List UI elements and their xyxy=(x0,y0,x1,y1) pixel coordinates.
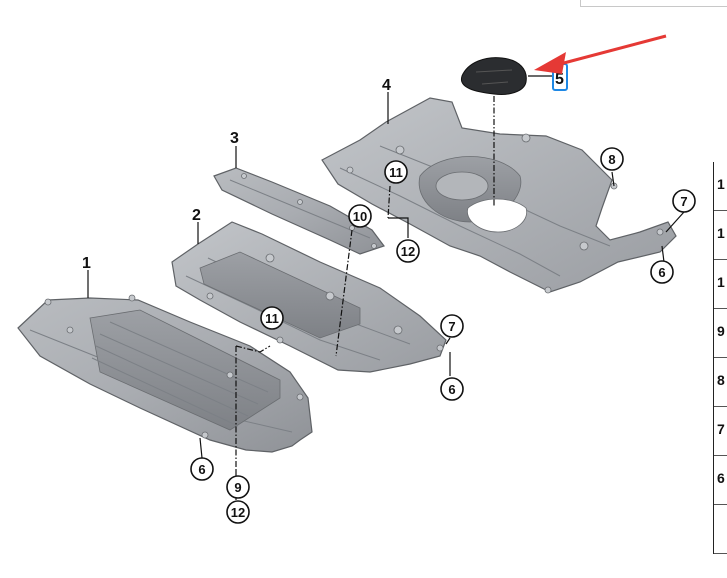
axis-callout-10 xyxy=(335,229,353,357)
axis-callout-11-upper xyxy=(387,185,391,219)
callout-8: 8 xyxy=(600,147,624,171)
table-row[interactable]: 1 xyxy=(714,260,727,309)
svg-text:6: 6 xyxy=(658,265,665,280)
part-2-middle-underbody-shield[interactable] xyxy=(171,221,447,373)
svg-text:6: 6 xyxy=(448,382,455,397)
leader-callout-6-left xyxy=(199,437,203,459)
table-row[interactable]: 9 xyxy=(714,309,727,358)
part-label-1: 1 xyxy=(82,255,91,272)
callout-6-left: 6 xyxy=(190,457,214,481)
table-row[interactable]: 1 xyxy=(714,162,727,211)
part-3-reinforcement-strip[interactable] xyxy=(213,167,385,255)
table-row[interactable]: 1 xyxy=(714,211,727,260)
svg-text:12: 12 xyxy=(401,244,415,259)
callout-7-mid: 7 xyxy=(440,314,464,338)
svg-text:7: 7 xyxy=(448,319,455,334)
leader-callout-12-upper xyxy=(388,217,409,238)
table-row[interactable]: 8 xyxy=(714,358,727,407)
table-row[interactable] xyxy=(714,505,727,554)
svg-text:12: 12 xyxy=(231,505,245,520)
table-row[interactable]: 7 xyxy=(714,407,727,456)
red-arrow-annotation xyxy=(534,34,667,74)
svg-text:8: 8 xyxy=(608,152,615,167)
part-4-rear-underbody-shield[interactable] xyxy=(321,97,677,294)
leader-callout-8 xyxy=(611,171,615,187)
callout-12-lower: 12 xyxy=(226,500,250,524)
svg-text:11: 11 xyxy=(265,311,279,326)
svg-text:10: 10 xyxy=(353,209,367,224)
callout-10: 10 xyxy=(348,204,372,228)
callout-11-lower: 11 xyxy=(260,306,284,330)
axis-callout-11-lower xyxy=(235,345,271,353)
part-label-4: 4 xyxy=(382,77,391,94)
callout-9: 9 xyxy=(226,475,250,499)
table-row[interactable]: 6 xyxy=(714,456,727,505)
callout-7-right: 7 xyxy=(672,189,696,213)
svg-text:11: 11 xyxy=(389,165,403,180)
callout-6-right: 6 xyxy=(650,260,674,284)
parts-list-table-partial: 1 1 1 9 8 7 6 xyxy=(713,162,727,554)
svg-text:6: 6 xyxy=(198,462,205,477)
part-label-3: 3 xyxy=(230,130,239,147)
leader-callout-7-right xyxy=(665,211,685,233)
callout-12-upper: 12 xyxy=(396,239,420,263)
svg-text:9: 9 xyxy=(234,480,241,495)
leader-callout-7-mid xyxy=(445,337,451,345)
leader-callout-6-right xyxy=(661,245,665,263)
part-5-round-cover[interactable] xyxy=(460,57,527,95)
top-toolbar-strip xyxy=(580,0,727,7)
part-label-2: 2 xyxy=(192,207,201,224)
callout-6-mid: 6 xyxy=(440,377,464,401)
part-label-5[interactable]: 5 xyxy=(555,71,564,88)
callout-11-upper: 11 xyxy=(384,160,408,184)
svg-text:7: 7 xyxy=(680,194,687,209)
part-1-front-underbody-shield[interactable] xyxy=(17,294,313,453)
